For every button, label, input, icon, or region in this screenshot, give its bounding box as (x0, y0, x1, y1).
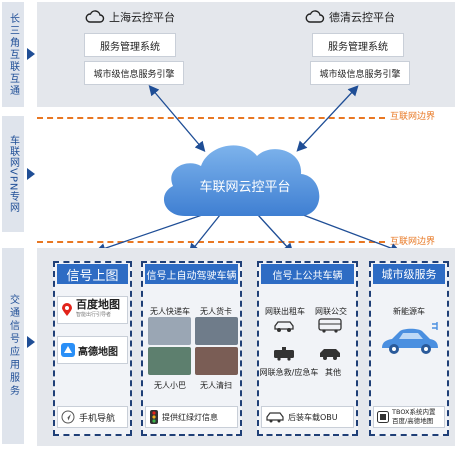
layer-arrow-top (27, 48, 35, 60)
cloud-platform-label: 车联网云控平台 (199, 180, 291, 195)
amap-name: 高德地图 (78, 346, 118, 358)
platform-name: 上海云控平台 (109, 11, 175, 24)
column-title: 信号上自动驾驶车辆 (145, 264, 238, 284)
vehicle-label: 网联急救/应急车 (259, 368, 319, 377)
delivery-robot-photo (148, 317, 191, 345)
other-vehicle-icon (320, 349, 340, 360)
tbox-icon (377, 411, 389, 423)
vehicle-label: 无人小巴 (154, 381, 186, 390)
layer-arrow-middle (27, 168, 35, 180)
obu-device-icon (266, 412, 284, 423)
info-service-engine: 城市级信息服务引擎 (84, 61, 184, 85)
layer-label-top: 长三角互联互通 (2, 2, 24, 107)
internet-boundary-label: 互联网边界 (390, 112, 436, 122)
layer-label-bottom: 交通信号应用服务 (2, 248, 24, 444)
baidu-map-sub: 智能出行引导者 (76, 312, 112, 318)
vehicle-label: 无人快递车 (150, 307, 190, 316)
vehicle-label: 网联出租车 (265, 307, 305, 316)
tbox-line1: TBOX系统内置 (392, 408, 436, 416)
column-title: 城市级服务 (373, 264, 445, 284)
arrow-cloud-col3 (257, 214, 294, 254)
ev-label: 新能源车 (393, 307, 425, 316)
electric-car-icon (382, 322, 438, 354)
column-footer: 手机导航 (57, 406, 128, 428)
internet-boundary-line (37, 241, 385, 243)
column-title: 信号上公共车辆 (261, 264, 354, 284)
sweeper-photo (195, 347, 238, 375)
platform-deqing: 德清云控平台 (305, 8, 425, 26)
platform-shanghai: 上海云控平台 (85, 8, 205, 26)
cloud-platform-shape (163, 145, 320, 216)
info-service-engine: 城市级信息服务引擎 (310, 61, 410, 85)
baidu-map-card: 百度地图 智能出行引导者 (57, 296, 128, 324)
internet-boundary-label: 互联网边界 (390, 237, 436, 247)
cloud-icon (305, 10, 325, 23)
internet-boundary-line (37, 117, 385, 119)
layer-label-bottom-text: 交通信号应用服务 (7, 294, 19, 398)
cargo-truck-photo (195, 317, 238, 345)
vehicle-label: 无人清扫 (200, 381, 232, 390)
arrow-cloud-col1 (95, 212, 209, 254)
cloud-icon (85, 10, 105, 23)
arrow-cloud-col2 (188, 214, 221, 255)
service-management-system: 服务管理系统 (312, 33, 404, 57)
map-pin-icon (62, 303, 72, 316)
vehicle-label: 网联公交 (315, 307, 347, 316)
service-management-system: 服务管理系统 (84, 33, 176, 57)
column-title: 信号上图 (57, 264, 128, 284)
traffic-light-icon (150, 410, 158, 424)
ambulance-icon (274, 347, 294, 361)
tbox-line2: 百度/高德地图 (392, 417, 434, 425)
taxi-icon (274, 321, 294, 332)
arrow-deqing-cloud (296, 85, 359, 152)
layer-label-middle-text: 车联网VPN专网 (7, 134, 19, 214)
arrow-cloud-col4 (289, 209, 401, 254)
minibus-photo (148, 347, 191, 375)
column-footer: 后装车载OBU (261, 406, 354, 428)
layer-label-middle: 车联网VPN专网 (2, 116, 24, 232)
arrow-shanghai-cloud (148, 85, 206, 152)
vehicle-label: 其他 (325, 368, 341, 377)
column-footer: 提供红绿灯信息 (145, 406, 238, 428)
platform-name: 德清云控平台 (329, 11, 395, 24)
column-footer: TBOX系统内置 百度/高德地图 (373, 406, 445, 428)
vehicle-label: 无人货卡 (200, 307, 232, 316)
layer-label-top-text: 长三角互联互通 (7, 12, 19, 97)
baidu-map-name: 百度地图 (76, 298, 120, 311)
bus-icon (318, 318, 342, 333)
layer-arrow-bottom (27, 336, 35, 348)
amap-logo-icon (61, 343, 75, 357)
amap-card: 高德地图 (57, 336, 128, 364)
navigation-icon (61, 410, 75, 424)
